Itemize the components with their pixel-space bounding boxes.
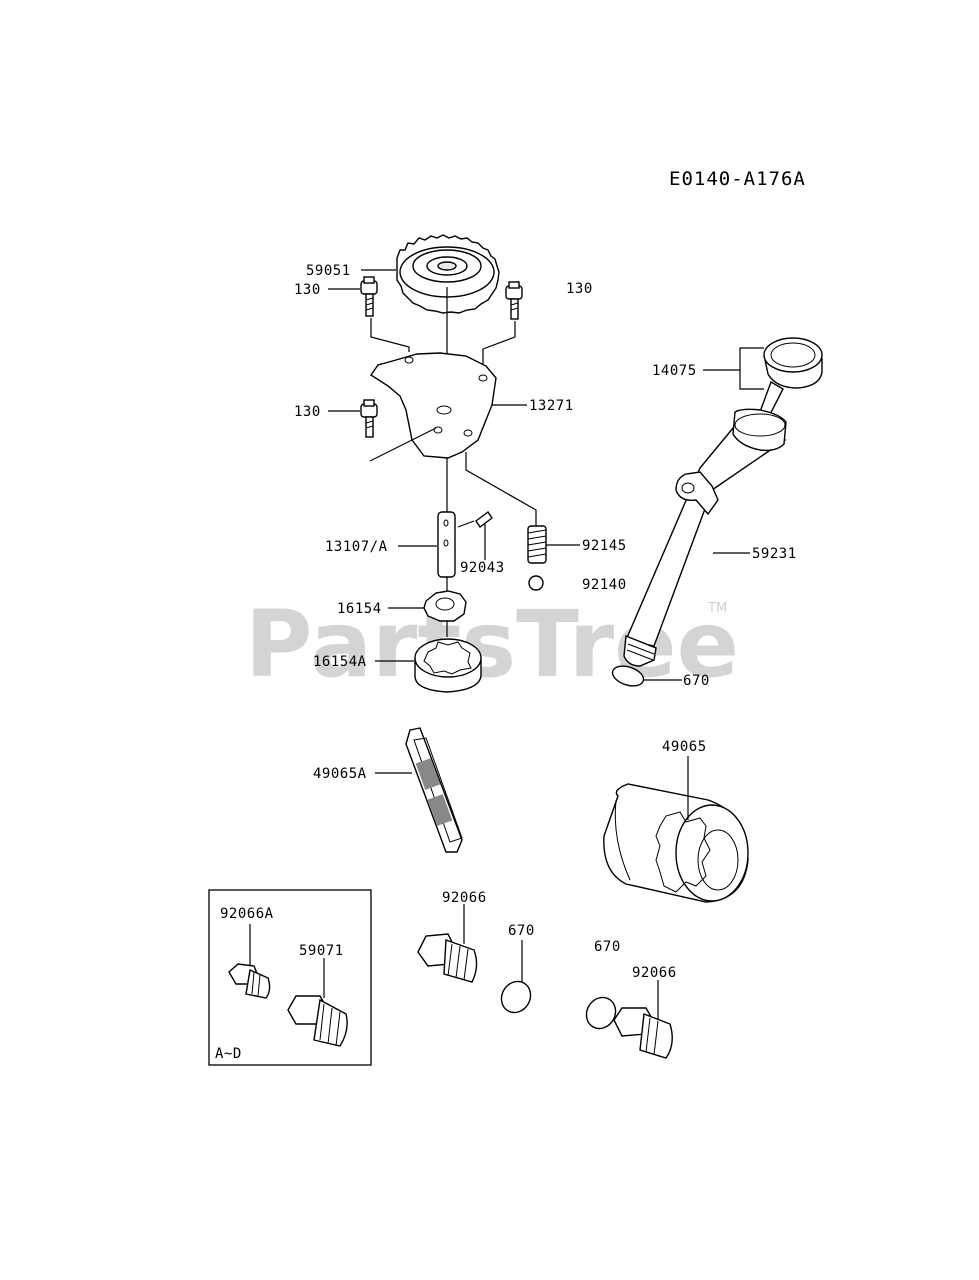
bolt-left-mid[interactable]: [360, 399, 378, 438]
label-670-right: 670: [594, 939, 621, 955]
label-92140: 92140: [582, 577, 627, 593]
drain-plug-right[interactable]: [613, 1007, 673, 1059]
oil-filter[interactable]: [603, 783, 749, 903]
o-ring-right[interactable]: [581, 992, 621, 1034]
label-16154a: 16154A: [313, 654, 367, 670]
label-92043: 92043: [460, 560, 505, 576]
trademark: TM: [707, 601, 727, 616]
label-16154: 16154: [337, 601, 382, 617]
diagram-code: E0140-A176A: [669, 168, 806, 190]
label-670-center: 670: [508, 923, 535, 939]
label-92066-right: 92066: [632, 965, 677, 981]
label-130-right-top: 130: [566, 281, 593, 297]
label-49065: 49065: [662, 739, 707, 755]
label-92066a: 92066A: [220, 906, 274, 922]
drain-plug-inset[interactable]: [228, 963, 271, 999]
pump-shaft[interactable]: [437, 511, 456, 578]
inset-box: [208, 889, 372, 1066]
label-59051: 59051: [306, 263, 351, 279]
drain-plug-center[interactable]: [417, 933, 478, 983]
label-130-left-mid: 130: [294, 404, 321, 420]
label-13107-a: 13107/A: [325, 539, 388, 555]
label-13271: 13271: [529, 398, 574, 414]
pin[interactable]: [475, 510, 493, 529]
o-ring-center[interactable]: [496, 976, 536, 1018]
relief-ball[interactable]: [528, 575, 544, 591]
label-130-left-top: 130: [294, 282, 321, 298]
dipstick-tube[interactable]: [623, 408, 787, 667]
inner-rotor[interactable]: [423, 590, 467, 622]
bolt-right-top[interactable]: [505, 281, 523, 320]
inset-note: A~D: [215, 1046, 242, 1062]
label-92145: 92145: [582, 538, 627, 554]
oil-pump-gear[interactable]: [396, 234, 500, 314]
oil-screen[interactable]: [405, 727, 463, 853]
label-59071: 59071: [299, 943, 344, 959]
label-670-tube: 670: [683, 673, 710, 689]
label-59231: 59231: [752, 546, 797, 562]
label-49065a: 49065A: [313, 766, 367, 782]
pump-cover-plate[interactable]: [370, 352, 497, 459]
fitting-inset[interactable]: [287, 995, 348, 1047]
bolt-left-top[interactable]: [360, 276, 378, 317]
relief-spring[interactable]: [527, 525, 547, 564]
label-14075: 14075: [652, 363, 697, 379]
label-92066-center: 92066: [442, 890, 487, 906]
outer-rotor[interactable]: [414, 638, 482, 693]
o-ring-tube[interactable]: [610, 662, 646, 689]
